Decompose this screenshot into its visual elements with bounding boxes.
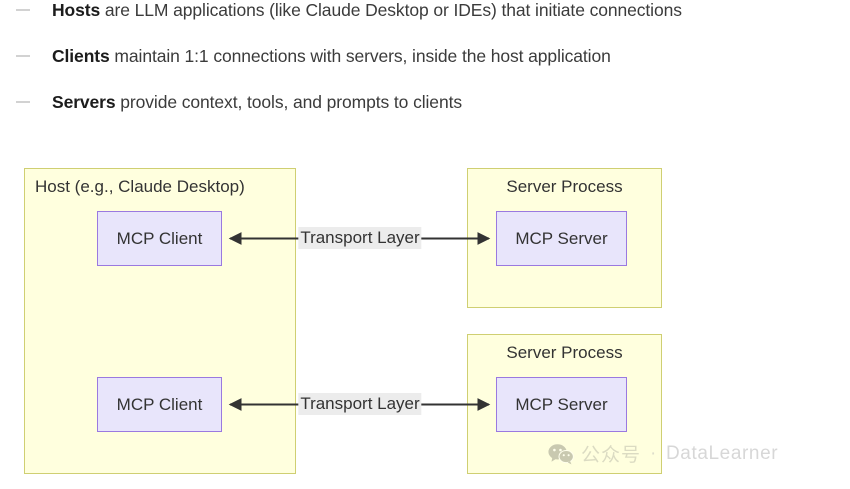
feature-bullet-list: Hosts are LLM applications (like Claude …: [0, 0, 850, 138]
bullet-text: Hosts are LLM applications (like Claude …: [52, 0, 682, 21]
bullet-text: Servers provide context, tools, and prom…: [52, 92, 462, 113]
wechat-icon: [548, 443, 574, 464]
transport-layer-label-1: Transport Layer: [298, 227, 422, 249]
watermark-brand-name: DataLearner: [665, 442, 779, 464]
server-process-label-1: Server Process: [506, 177, 623, 196]
bullet-rest-text: provide context, tools, and prompts to c…: [115, 92, 462, 112]
mcp-client-node-2[interactable]: MCP Client: [97, 377, 222, 432]
list-item: Clients maintain 1:1 connections with se…: [0, 46, 850, 92]
host-container-label: Host (e.g., Claude Desktop): [35, 177, 245, 196]
list-item: Servers provide context, tools, and prom…: [0, 92, 850, 138]
server-process-label-2: Server Process: [506, 343, 623, 362]
watermark: 公众号 · DataLearner: [548, 440, 778, 467]
bullet-text: Clients maintain 1:1 connections with se…: [52, 46, 611, 67]
watermark-separator: ·: [650, 442, 657, 464]
dash-bullet-icon: [16, 9, 30, 11]
list-item: Hosts are LLM applications (like Claude …: [0, 0, 850, 46]
transport-layer-label-2: Transport Layer: [298, 393, 422, 415]
bullet-lead-term: Hosts: [52, 0, 101, 20]
bullet-rest-text: maintain 1:1 connections with servers, i…: [109, 46, 611, 66]
bullet-lead-term: Clients: [52, 46, 110, 66]
dash-bullet-icon: [16, 55, 30, 57]
bullet-lead-term: Servers: [52, 92, 116, 112]
watermark-cn-text: 公众号: [581, 445, 642, 466]
bullet-rest-text: are LLM applications (like Claude Deskto…: [100, 0, 682, 20]
mcp-client-node-1[interactable]: MCP Client: [97, 211, 222, 266]
mcp-server-node-2[interactable]: MCP Server: [496, 377, 627, 432]
dash-bullet-icon: [16, 101, 30, 103]
mcp-server-node-1[interactable]: MCP Server: [496, 211, 627, 266]
